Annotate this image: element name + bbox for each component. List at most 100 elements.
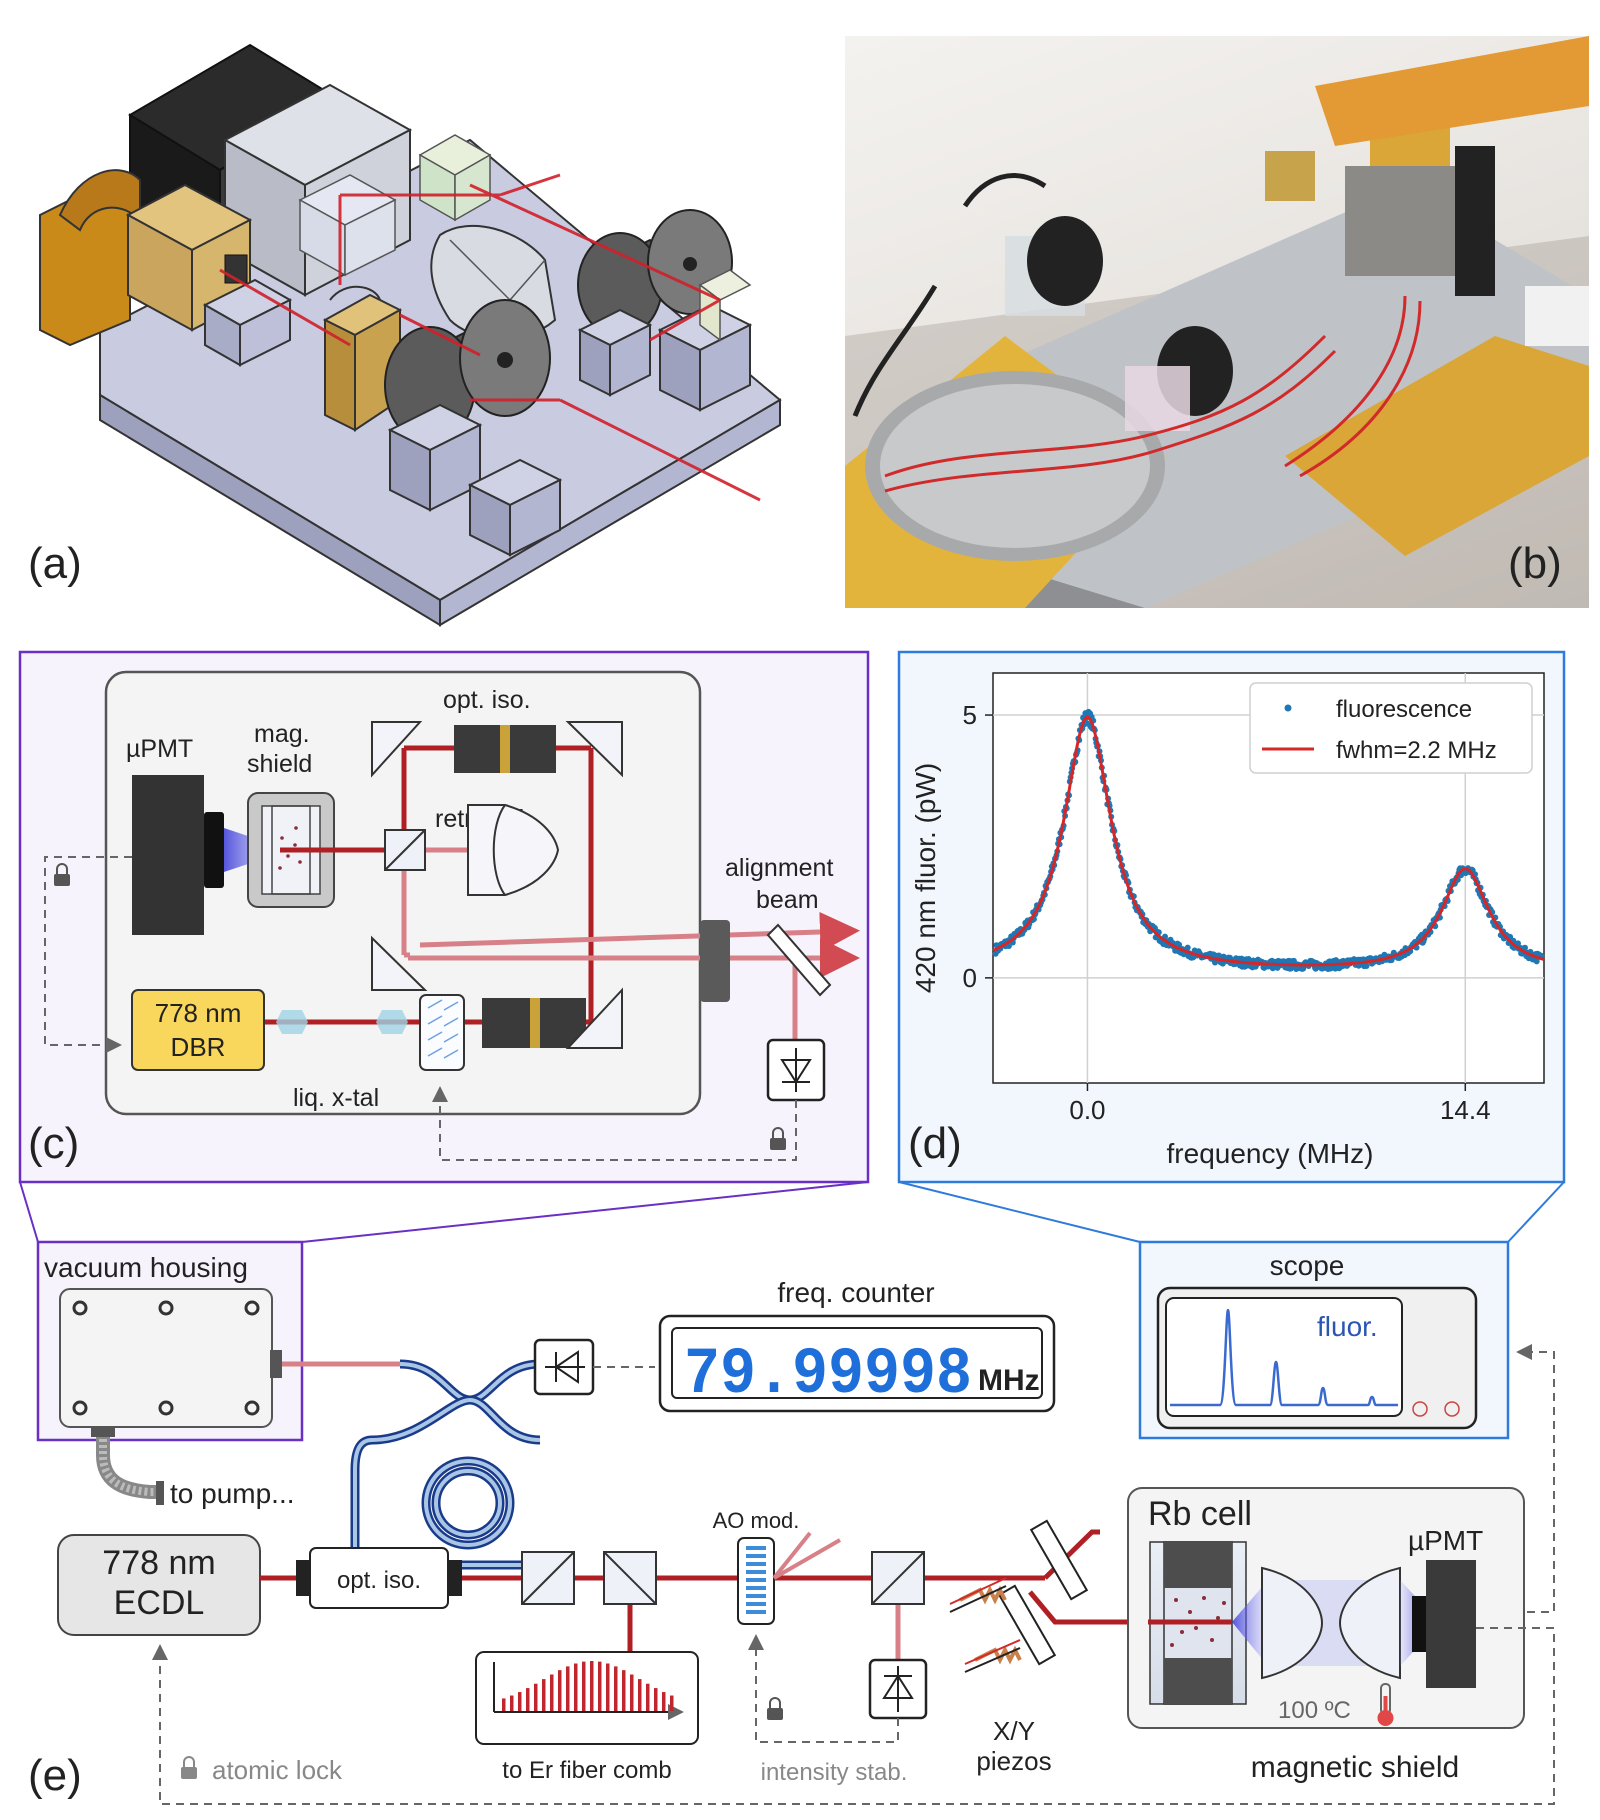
zoom-line-c-left [19, 1181, 39, 1243]
c-pickoff-plate [766, 923, 832, 997]
ecdl-label-2: ECDL [114, 1584, 205, 1622]
c-dbr-label-2: DBR [171, 1032, 226, 1062]
e-beamsplitter-3 [871, 1551, 925, 1605]
panel-d: 0.0 14.4 0 5 frequency (MHz) 420 nm fluor. … [897, 650, 1566, 1184]
atomic-lock-label: atomic lock [212, 1755, 343, 1785]
cad-render [39, 43, 782, 627]
c-opt-iso-label: opt. iso. [443, 686, 531, 714]
e-beamsplitter-1 [521, 1551, 575, 1605]
legend-label-fluorescence: fluorescence [1336, 696, 1472, 723]
c-mirror-bottom-left [371, 935, 428, 991]
rb-fluorescence-cone [1232, 1580, 1268, 1666]
vacuum-housing-box [59, 1288, 273, 1428]
housing-screws [72, 1300, 260, 1416]
fluorescence-point [1533, 958, 1540, 965]
freq-counter-unit: MHz [978, 1364, 1040, 1397]
ecdl-laser [57, 1534, 261, 1636]
zoom-line-d-right [1507, 1181, 1565, 1243]
c-lens-2 [376, 1010, 408, 1034]
comb-tooth [510, 1695, 514, 1711]
beam-path [219, 173, 761, 502]
ao-mod-label: AO mod. [713, 1508, 800, 1533]
scope-knob-2 [1444, 1401, 1460, 1417]
c-mirror-top-right [565, 721, 623, 778]
collection-lens-2 [1338, 1566, 1401, 1680]
panel-label-b: (b) [1508, 539, 1562, 588]
scope-trace [1170, 1308, 1398, 1407]
c-upmt-body [132, 775, 204, 935]
panel-label-c: (c) [28, 1119, 79, 1168]
rb-atoms [1170, 1596, 1226, 1647]
y-tick-label: 0 [963, 963, 977, 993]
comb-tooth [558, 1670, 562, 1711]
thermometer-icon [1377, 1683, 1394, 1726]
comb-tooth [574, 1663, 578, 1711]
x-tick-label: 14.4 [1440, 1095, 1491, 1125]
c-alignment-label-1: alignment [725, 854, 833, 882]
piezos-label-2: piezos [976, 1746, 1051, 1776]
scope-trace-label: fluor. [1317, 1311, 1378, 1342]
c-dbr-label-1: 778 nm [155, 998, 242, 1028]
panel-c: µPMT mag. shield [18, 650, 870, 1184]
housing-port [270, 1350, 282, 1378]
comb-teeth [502, 1661, 674, 1711]
piezo-actuator-2 [964, 1639, 1022, 1673]
legend: fluorescence fwhm=2.2 MHz [1249, 682, 1533, 774]
scope-knob-1 [1412, 1401, 1428, 1417]
y-axis-label: 420 nm fluor. (pW) [910, 763, 941, 993]
x-tick-label: 0.0 [1069, 1095, 1105, 1125]
c-lens-1 [276, 1010, 308, 1034]
x-axis-label: frequency (MHz) [1167, 1138, 1374, 1169]
chart-ticks: 0.0 14.4 0 5 [963, 700, 1491, 1125]
c-alignment-label-2: beam [756, 886, 819, 914]
pump-hose [96, 1427, 158, 1499]
aom-transducer-lines [746, 1546, 766, 1614]
comb-tooth [630, 1674, 634, 1711]
legend-box [1249, 682, 1533, 774]
piezos-label-1: X/Y [993, 1716, 1035, 1746]
c-mag-shield-label-1: mag. [254, 720, 310, 748]
comb-tooth [614, 1666, 618, 1711]
comb-tooth [646, 1683, 650, 1711]
comb-tooth [598, 1661, 602, 1711]
scope-screen [1165, 1297, 1403, 1417]
comb-tooth [582, 1661, 586, 1711]
legend-label-fit: fwhm=2.2 MHz [1336, 737, 1497, 764]
to-er-comb-label: to Er fiber comb [502, 1757, 671, 1784]
rb-cell-label: Rb cell [1148, 1495, 1252, 1533]
c-pmt-lock-line [44, 856, 132, 1053]
freq-counter-value: 79.99998 [684, 1337, 972, 1412]
comb-spectrum-box [475, 1651, 699, 1745]
comb-tooth [654, 1688, 658, 1711]
comb-tooth [638, 1679, 642, 1711]
panel-label-d: (d) [908, 1119, 962, 1168]
e-iso-end-left [296, 1560, 310, 1596]
e-lock-icon-intensity [767, 1697, 783, 1720]
e-opt-iso-label: opt. iso. [337, 1567, 421, 1594]
to-pump-label: to pump... [170, 1478, 295, 1509]
fluorescence-point [1363, 963, 1370, 969]
ecdl-label-1: 778 nm [102, 1544, 215, 1582]
c-upmt-window [204, 812, 224, 888]
c-isolator-top [454, 725, 556, 773]
c-lock-icon-2 [770, 1127, 786, 1150]
collection-lens-1 [1261, 1566, 1324, 1680]
y-tick-label: 5 [963, 700, 977, 730]
c-mirror-top-left [371, 721, 423, 778]
fluorescence-point [1290, 957, 1297, 964]
c-mag-shield-label-2: shield [247, 750, 312, 778]
panel-label-a: (a) [28, 539, 82, 588]
c-dbr-laser [131, 989, 265, 1071]
c-retro-reflector [467, 804, 560, 896]
e-upmt-body [1426, 1560, 1476, 1688]
c-upmt-label: µPMT [126, 735, 193, 763]
c-mirror-bottom-right [565, 987, 623, 1049]
fluorescence-point [1184, 944, 1191, 951]
temp-label: 100 ºC [1278, 1697, 1351, 1724]
comb-tooth [566, 1666, 570, 1711]
c-liq-xtal-label: liq. x-tal [293, 1084, 379, 1112]
e-iso-end-right [448, 1560, 462, 1596]
photo-illustration [845, 36, 1589, 608]
comb-tooth [526, 1688, 530, 1711]
fit-curve [992, 715, 1545, 967]
